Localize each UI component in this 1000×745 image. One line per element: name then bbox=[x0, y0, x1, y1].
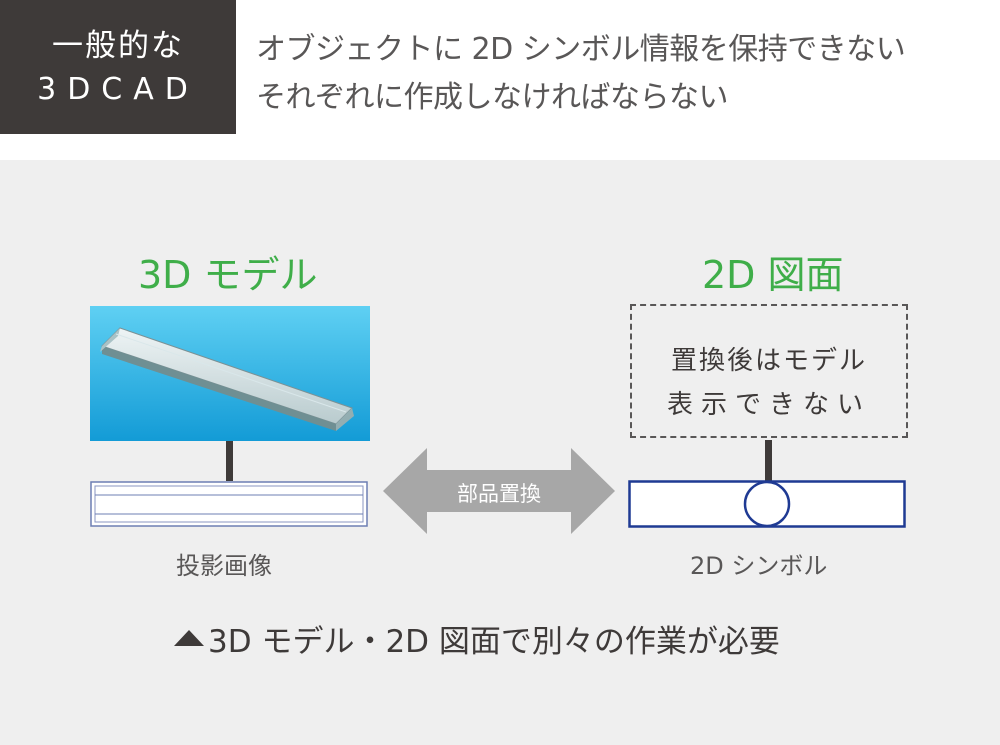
category-tag: 一般的な 3DCAD bbox=[0, 0, 236, 134]
model-render-image bbox=[90, 306, 370, 441]
symbol-connector bbox=[765, 440, 772, 481]
footnote: 3D モデル・2D 図面で別々の作業が必要 bbox=[174, 616, 780, 661]
projection-caption: 投影画像 bbox=[176, 552, 272, 580]
footnote-text: 3D モデル・2D 図面で別々の作業が必要 bbox=[208, 624, 780, 660]
category-tag-line1: 一般的な bbox=[52, 28, 184, 64]
model-title: 3D モデル bbox=[138, 253, 318, 297]
diagram-panel bbox=[0, 160, 1000, 745]
double-arrow-icon bbox=[383, 448, 615, 534]
symbol-caption: 2D シンボル bbox=[690, 552, 828, 580]
arrow-label: 部品置換 bbox=[457, 482, 541, 506]
replaced-note-box: 置換後はモデル 表示できない bbox=[630, 304, 908, 438]
replaced-note-line2: 表示できない bbox=[666, 390, 871, 420]
2d-symbol-image bbox=[628, 480, 906, 528]
triangle-up-icon bbox=[174, 630, 204, 646]
projection-image bbox=[90, 481, 368, 527]
replaced-note-line1: 置換後はモデル bbox=[670, 346, 867, 376]
headline-line1: オブジェクトに 2D シンボル情報を保持できない bbox=[256, 32, 906, 67]
drawing-title: 2D 図面 bbox=[702, 253, 844, 297]
model-connector bbox=[226, 441, 233, 481]
headline-line2: それぞれに作成しなければならない bbox=[256, 80, 729, 115]
category-tag-line2: 3DCAD bbox=[37, 72, 199, 107]
